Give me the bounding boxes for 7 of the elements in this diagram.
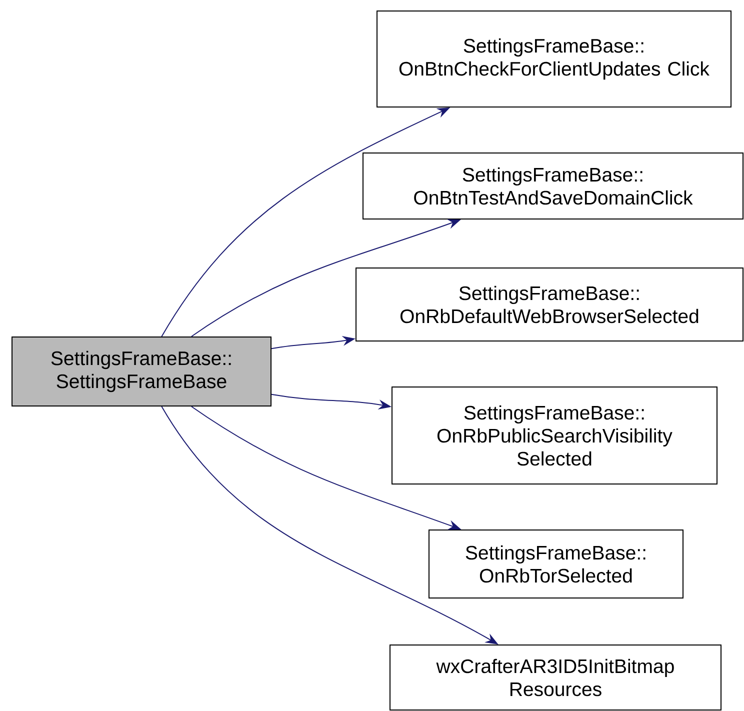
function-box: SettingsFrameBase:: OnRbDefaultWebBrowserSelected: [356, 268, 744, 342]
function-box: SettingsFrameBase:: OnRbTorSelected: [428, 530, 684, 598]
function-box: SettingsFrameBase:: SettingsFrameBase: [12, 336, 272, 406]
function-box: SettingsFrameBase:: OnRbPublicSearchVisibility Selected: [392, 386, 718, 484]
function-box: SettingsFrameBase:: OnBtnCheckForClientUpdates Click: [376, 10, 732, 108]
function-box: wxCrafterAR3ID5InitBitmap Resources: [390, 644, 722, 710]
function-box: SettingsFrameBase:: OnBtnTestAndSaveDomainClick: [362, 152, 744, 220]
